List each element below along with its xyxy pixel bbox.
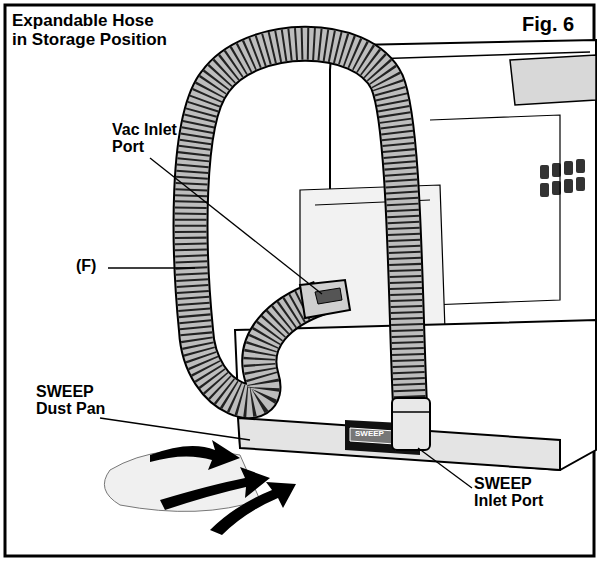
- body-panel: [430, 115, 560, 305]
- figure-number: Fig. 6: [522, 14, 592, 35]
- leader-line: [108, 267, 195, 268]
- part-label: Vac Inlet Port: [112, 122, 192, 156]
- coupling-latch: [315, 288, 342, 304]
- part-label: SWEEP Dust Pan: [36, 384, 121, 418]
- callout-letter: (F): [76, 258, 116, 275]
- airflow-arrows: [150, 440, 296, 535]
- leader-line: [418, 448, 472, 488]
- vent-grille: [540, 159, 585, 197]
- expandable-hose: [191, 44, 410, 405]
- leader-line: [150, 158, 322, 294]
- leader-lines: [100, 158, 472, 488]
- cuff-ring: [392, 411, 430, 413]
- vac-inlet-coupling: [300, 280, 350, 318]
- part-label: SWEEP Inlet Port: [474, 476, 564, 510]
- figure-title: Expandable Hose in Storage Position: [12, 12, 187, 49]
- hose-cuff: [392, 398, 430, 450]
- handle: [510, 55, 596, 105]
- sticker-text: SWEEP: [355, 430, 395, 438]
- leader-line: [100, 418, 250, 440]
